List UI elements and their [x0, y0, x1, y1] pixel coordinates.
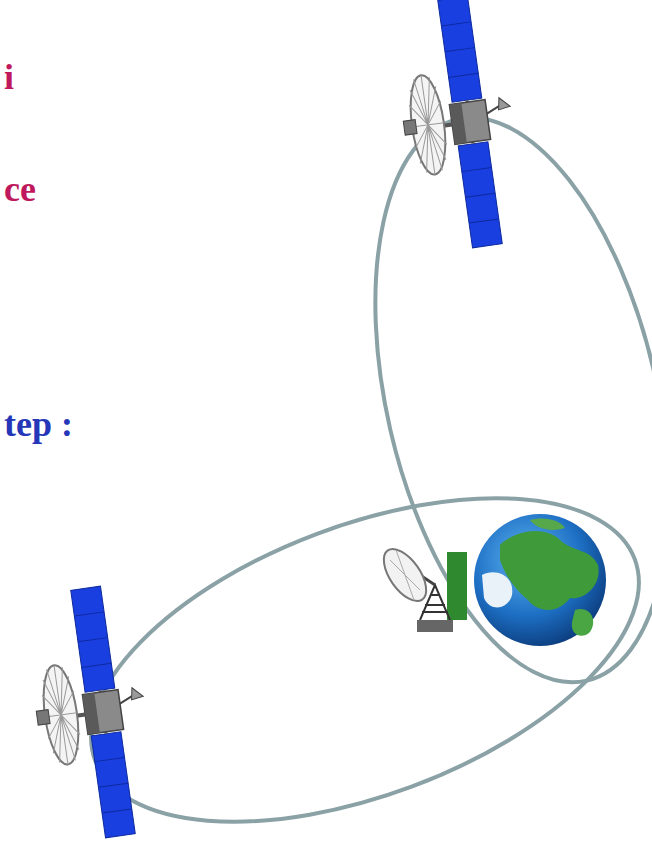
slide-label: i: [4, 58, 14, 98]
slide-label: ce: [4, 170, 36, 210]
satellite: [20, 582, 162, 843]
orbit-ellipse: [48, 433, 652, 843]
slide-label: tep :: [4, 405, 73, 445]
earth-globe: [474, 514, 606, 646]
ground-station: [376, 542, 467, 632]
satellite: [387, 0, 529, 255]
